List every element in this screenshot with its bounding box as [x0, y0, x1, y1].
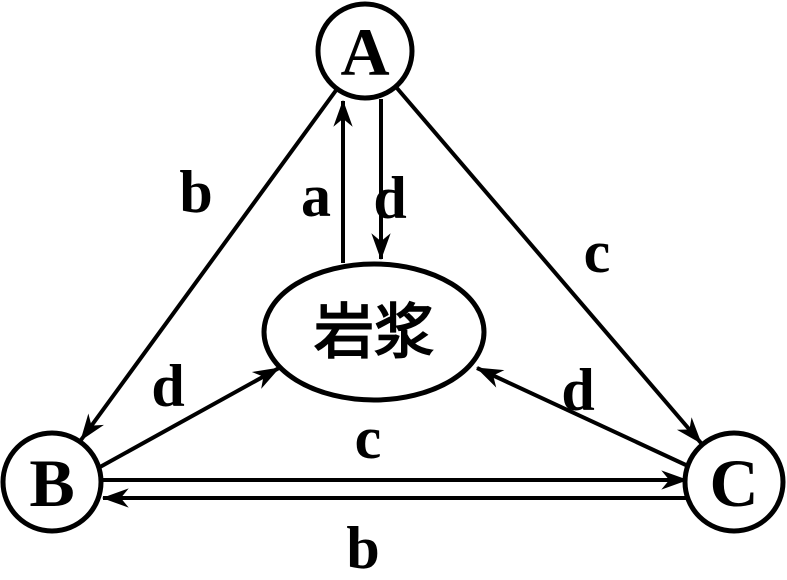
node-a-label: A — [340, 14, 389, 90]
node-magma-label: 岩浆 — [313, 300, 434, 366]
node-c-label: C — [709, 445, 758, 521]
edge-label-b-to-magma: d — [151, 353, 184, 419]
edge-c-to-magma-arrow — [476, 366, 689, 468]
edge-label-c-to-b: b — [346, 515, 379, 580]
edge-label-a-to-c: c — [584, 219, 611, 285]
node-c-circle — [682, 430, 786, 534]
edge-label-a-to-b: b — [179, 159, 212, 225]
edge-b-to-magma-arrow — [99, 366, 280, 469]
edge-label-a-to-magma: d — [373, 165, 406, 231]
node-a-circle — [315, 1, 415, 101]
edge-label-b-to-c: c — [355, 405, 382, 471]
edge-label-magma-to-a: a — [301, 163, 331, 229]
edge-a-to-c-arrow — [394, 85, 703, 445]
node-magma-ellipse — [261, 261, 487, 403]
edge-label-c-to-magma: d — [561, 357, 594, 423]
node-b-label: B — [29, 445, 74, 521]
edge-a-to-b-arrow — [79, 87, 339, 442]
node-b-circle — [0, 430, 104, 534]
